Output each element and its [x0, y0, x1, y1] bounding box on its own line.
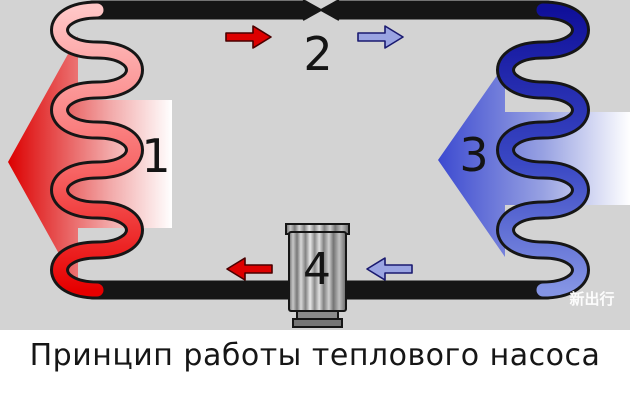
- flow-arrow-bottom-hot: [226, 257, 273, 281]
- pipes: [92, 3, 546, 297]
- label-compressor: 4: [303, 244, 331, 295]
- valve-bottom-wedge: [302, 10, 340, 22]
- flow-arrows: [225, 25, 413, 281]
- compressor-base: [292, 318, 343, 328]
- caption: Принцип работы теплового насоса: [29, 338, 601, 373]
- expansion-valve: [302, 0, 340, 22]
- condenser-coil: [53, 3, 141, 297]
- valve-top-wedge: [305, 0, 337, 10]
- label-evaporator: 3: [459, 128, 488, 182]
- heat-pump-diagram: 1 2 3 4 新出行: [0, 0, 630, 330]
- compressor: [285, 223, 350, 328]
- label-condenser: 1: [141, 129, 170, 183]
- flow-arrow-bottom-cold: [366, 257, 413, 281]
- watermark: 新出行: [569, 290, 614, 308]
- flow-arrow-top-cold: [357, 25, 404, 49]
- valve-outline-bottom: [302, 9, 340, 21]
- flow-arrow-top-hot: [225, 25, 272, 49]
- evaporator-coil: [499, 3, 587, 297]
- label-expansion-valve: 2: [303, 27, 332, 81]
